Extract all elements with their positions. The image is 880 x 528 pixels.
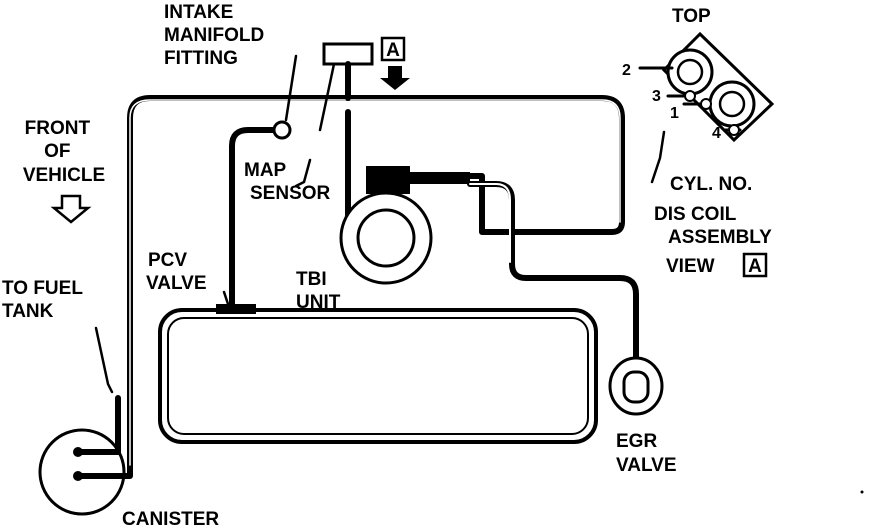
pcv-valve-label: PCV VALVE: [146, 250, 207, 294]
egr-hose-inner: [469, 183, 511, 263]
cyl-no-label: CYL. NO.: [670, 174, 752, 195]
cyl-no-leader: [650, 130, 666, 184]
tbi-vacuum-block: [366, 166, 410, 194]
dis-coil-post-1: [700, 98, 712, 110]
dis-coil-assembly-view-label: DIS COIL ASSEMBLY VIEW: [654, 204, 777, 277]
to-fuel-tank-label: TO FUEL TANK: [2, 278, 88, 322]
tbi-throttle-body-inner: [356, 208, 416, 268]
scan-speck: [860, 490, 864, 494]
dis-coil-assembly: [638, 31, 775, 143]
egr-valve-inner: [622, 370, 650, 404]
cylinder-number-3: 3: [652, 88, 661, 105]
air-cleaner-inner: [167, 317, 589, 435]
front-of-vehicle-label: FRONT OF VEHICLE: [23, 118, 105, 186]
pcv-valve: [216, 304, 256, 314]
cylinder-number-4: 4: [712, 125, 721, 142]
pcv-hose: [229, 127, 277, 309]
view-a-box-letter: A: [386, 40, 400, 61]
view-a-arrow-icon: [380, 66, 410, 90]
intake-manifold-fitting: [272, 120, 292, 140]
map-sensor-label: MAP SENSOR: [244, 160, 331, 204]
view-a-box-2: [742, 252, 768, 278]
tbi-vacuum-port: [410, 172, 470, 184]
intake-manifold-fitting-label: INTAKE MANIFOLD FITTING: [164, 2, 270, 69]
dis-coil-post-4: [728, 124, 740, 136]
egr-valve-label: EGR VALVE: [616, 431, 677, 476]
view-a-box: [380, 36, 406, 62]
tbi-unit-label: TBI UNIT: [296, 269, 341, 313]
pcv-valve-leader: [222, 290, 230, 306]
view-a-box-2-letter: A: [748, 256, 762, 277]
dis-coil-post-3: [684, 90, 696, 102]
dis-coil-upper-cap: [676, 58, 704, 86]
canister-port-upper: [75, 395, 121, 455]
dis-coil-lower-cap: [718, 90, 746, 118]
cylinder-number-2: 2: [622, 62, 631, 79]
fuel-tank-leader: [94, 326, 114, 394]
canister-fitting-lower: [73, 471, 83, 481]
map-sensor-leader: [318, 62, 336, 132]
front-of-vehicle-arrow-icon: [50, 194, 92, 224]
cylinder-number-1: 1: [670, 105, 679, 122]
air-cleaner-outline: [158, 308, 598, 444]
canister-label: CANISTER: [122, 509, 219, 528]
canister-fitting-upper: [73, 447, 83, 457]
main-vacuum-hose-inner: [129, 99, 621, 466]
map-sensor-label-leader: [294, 158, 312, 188]
canister-body: [38, 428, 126, 516]
intake-fitting-leader: [284, 54, 298, 122]
top-label: TOP: [672, 6, 711, 27]
main-vacuum-hose: [127, 95, 625, 473]
